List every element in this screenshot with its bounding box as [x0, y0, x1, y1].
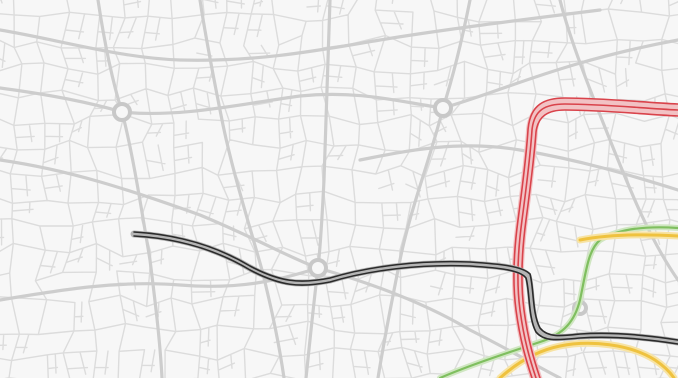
roundabouts — [112, 98, 588, 316]
major-street — [0, 8, 602, 62]
major-street — [376, 0, 472, 378]
major-street — [558, 0, 678, 282]
roundabout[interactable] — [308, 258, 328, 278]
major-street — [304, 0, 332, 378]
transit-routes — [130, 97, 678, 378]
route-red[interactable] — [511, 97, 678, 378]
route-green[interactable] — [437, 224, 678, 378]
route-black[interactable] — [130, 230, 678, 346]
roundabout[interactable] — [433, 98, 453, 118]
major-street — [0, 38, 678, 116]
major-street — [96, 0, 164, 378]
major-street — [358, 144, 678, 192]
roundabout[interactable] — [112, 102, 132, 122]
